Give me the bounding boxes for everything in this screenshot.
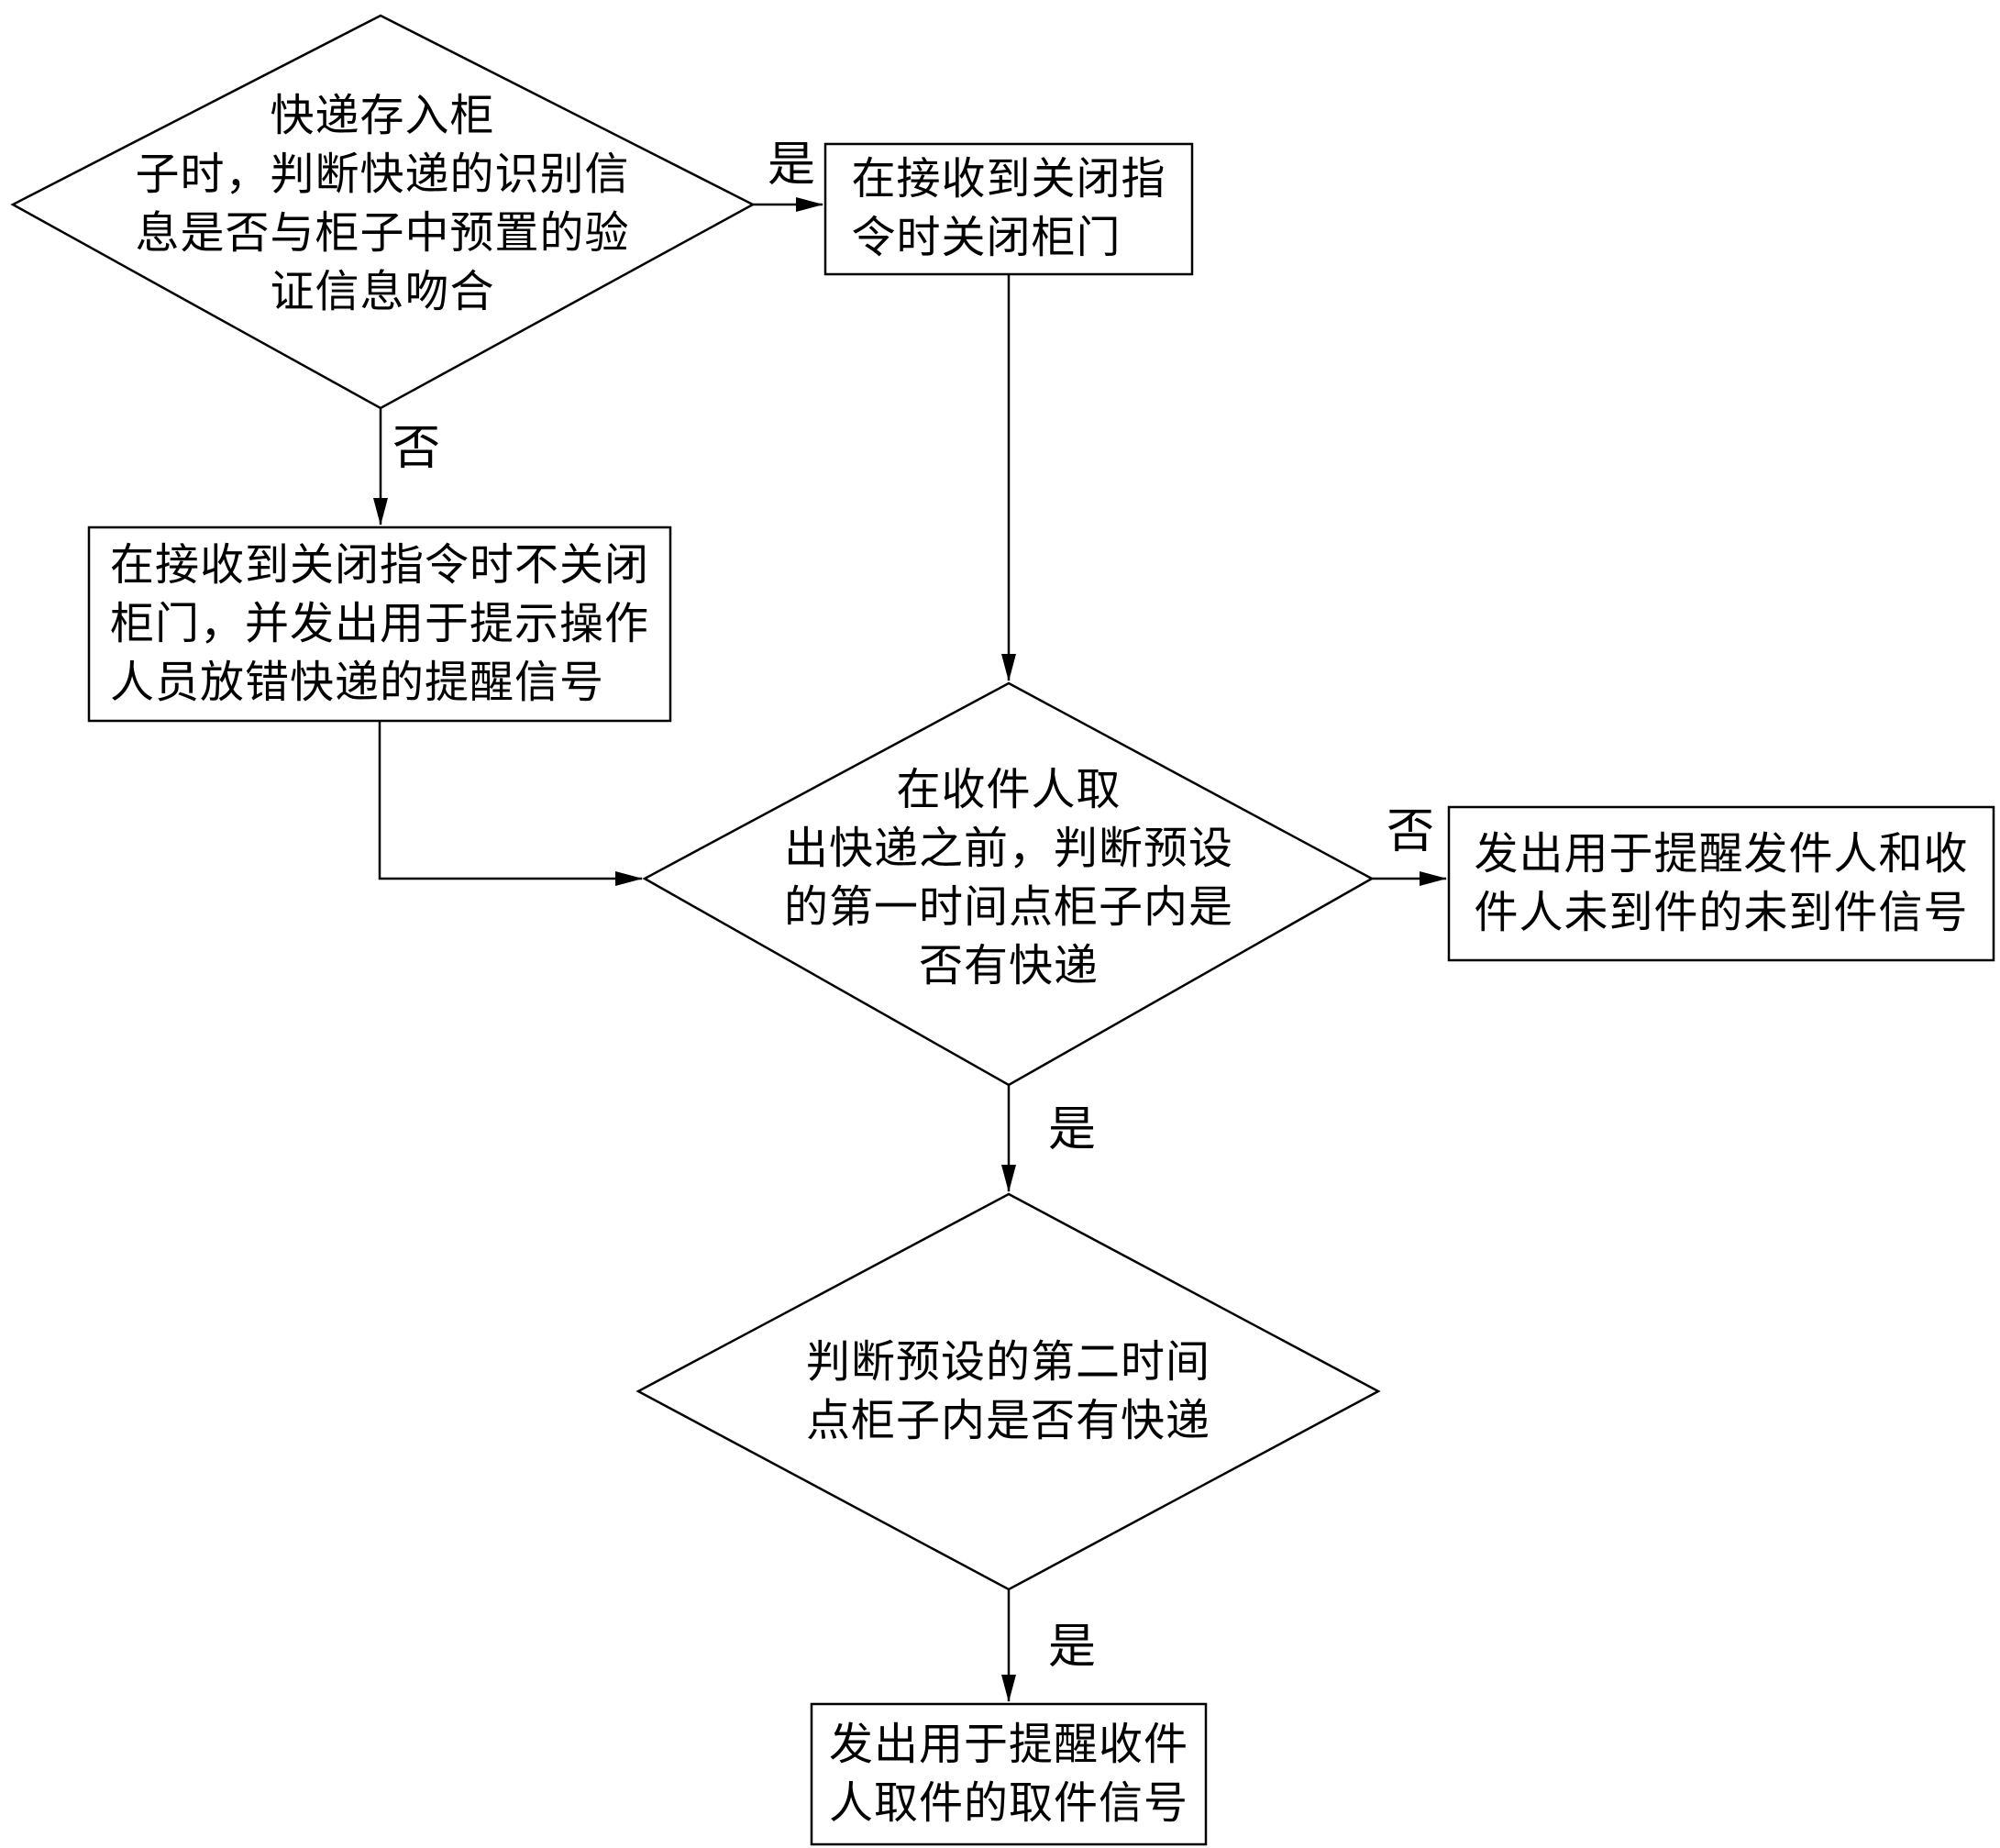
- process-pickup-text: 发出用于提醒收件 人取件的取件信号: [828, 1720, 1188, 1828]
- process-close-door-shape: [823, 142, 1194, 276]
- decision-second-timepoint: 判断预设的第二时间 点柜子内是否有快递: [638, 1194, 1378, 1589]
- process-keep-open: 在接收到关闭指令时不关闭 柜门，并发出用于提示操作 人员放错快递的提醒信号: [89, 527, 670, 721]
- decision-store-check-text: 快递存入柜 子时，判断快递的识别信 息是否与柜子中预置的验 证信息吻合: [135, 92, 630, 316]
- decision-first-timepoint-text: 在收件人取 出快递之前，判断预设 的第一时间点柜子内是 否有快递: [783, 766, 1233, 990]
- process-not-arrived-text: 发出用于提醒发件人和收 件人未到件的未到件信号: [1474, 829, 1969, 937]
- process-pickup-shape: [810, 1702, 1208, 1846]
- process-pickup: 发出用于提醒收件 人取件的取件信号: [812, 1704, 1206, 1844]
- edge-label-first-no: 否: [1386, 806, 1434, 858]
- decision-store-check-shape: [10, 14, 756, 410]
- edge-label-store-yes: 是: [767, 139, 815, 192]
- process-not-arrived: 发出用于提醒发件人和收 件人未到件的未到件信号: [1449, 807, 1994, 960]
- edge-label-first-yes: 是: [1047, 1104, 1096, 1156]
- connector-keepopen-to-first-check: [378, 721, 643, 886]
- decision-first-timepoint-shape: [642, 681, 1375, 1087]
- process-keep-open-text: 在接收到关闭指令时不关闭 柜门，并发出用于提示操作 人员放错快递的提醒信号: [109, 540, 649, 707]
- edge-label-second-yes: 是: [1047, 1621, 1096, 1674]
- decision-first-timepoint: 在收件人取 出快递之前，判断预设 的第一时间点柜子内是 否有快递: [645, 678, 1373, 1079]
- decision-second-timepoint-text: 判断预设的第二时间 点柜子内是否有快递: [805, 1337, 1210, 1445]
- decision-store-check: 快递存入柜 子时，判断快递的识别信 息是否与柜子中预置的验 证信息吻合: [34, 30, 731, 379]
- process-not-arrived-shape: [1447, 805, 1995, 962]
- process-close-door: 在接收到关闭指 令时关闭柜门: [825, 144, 1192, 274]
- decision-second-timepoint-shape: [635, 1192, 1381, 1591]
- process-close-door-text: 在接收到关闭指 令时关闭柜门: [851, 155, 1166, 262]
- process-keep-open-shape: [87, 526, 672, 723]
- edge-label-store-no: 否: [392, 423, 440, 475]
